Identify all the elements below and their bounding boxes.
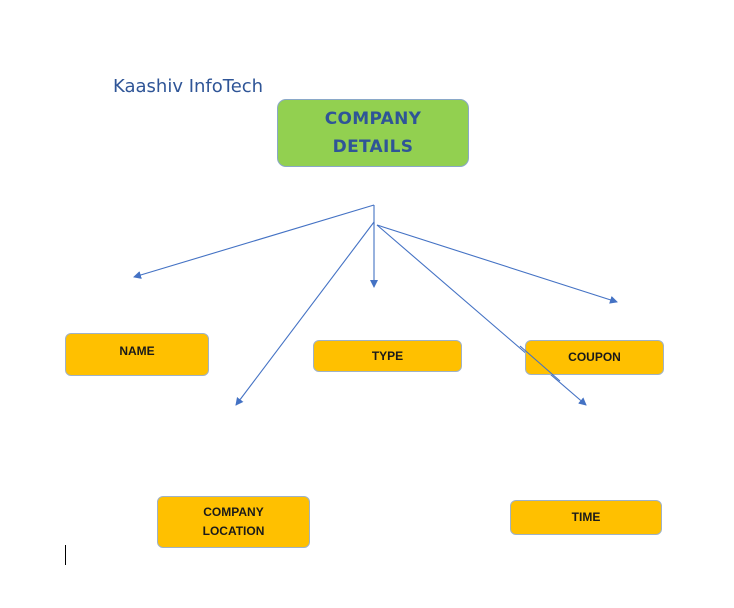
root-label-line1: COMPANY	[324, 109, 422, 129]
name-node[interactable]: NAME	[65, 333, 209, 376]
brand-label: Kaashiv InfoTech	[113, 76, 264, 97]
type-node[interactable]: TYPE	[313, 340, 462, 372]
arrow-to-time-overlay	[519, 345, 561, 382]
coupon-node[interactable]: COUPON	[525, 340, 664, 375]
location-label-line1: COMPANY	[203, 505, 264, 519]
coupon-label: COUPON	[568, 350, 621, 364]
root-label-line2: DETAILS	[332, 137, 414, 157]
time-label: TIME	[571, 510, 601, 524]
company-details-node[interactable]: COMPANY DETAILS	[277, 99, 469, 167]
arrow-to-coupon	[376, 224, 618, 304]
name-label: NAME	[119, 344, 155, 358]
type-label: TYPE	[371, 348, 404, 363]
company-location-node[interactable]: COMPANY LOCATION	[157, 496, 310, 548]
text-cursor	[65, 545, 66, 565]
arrow-to-location	[235, 221, 375, 406]
time-node[interactable]: TIME	[510, 500, 662, 535]
arrow-to-left	[133, 204, 375, 279]
location-label-line2: LOCATION	[202, 524, 265, 538]
arrow-to-time	[376, 224, 587, 406]
